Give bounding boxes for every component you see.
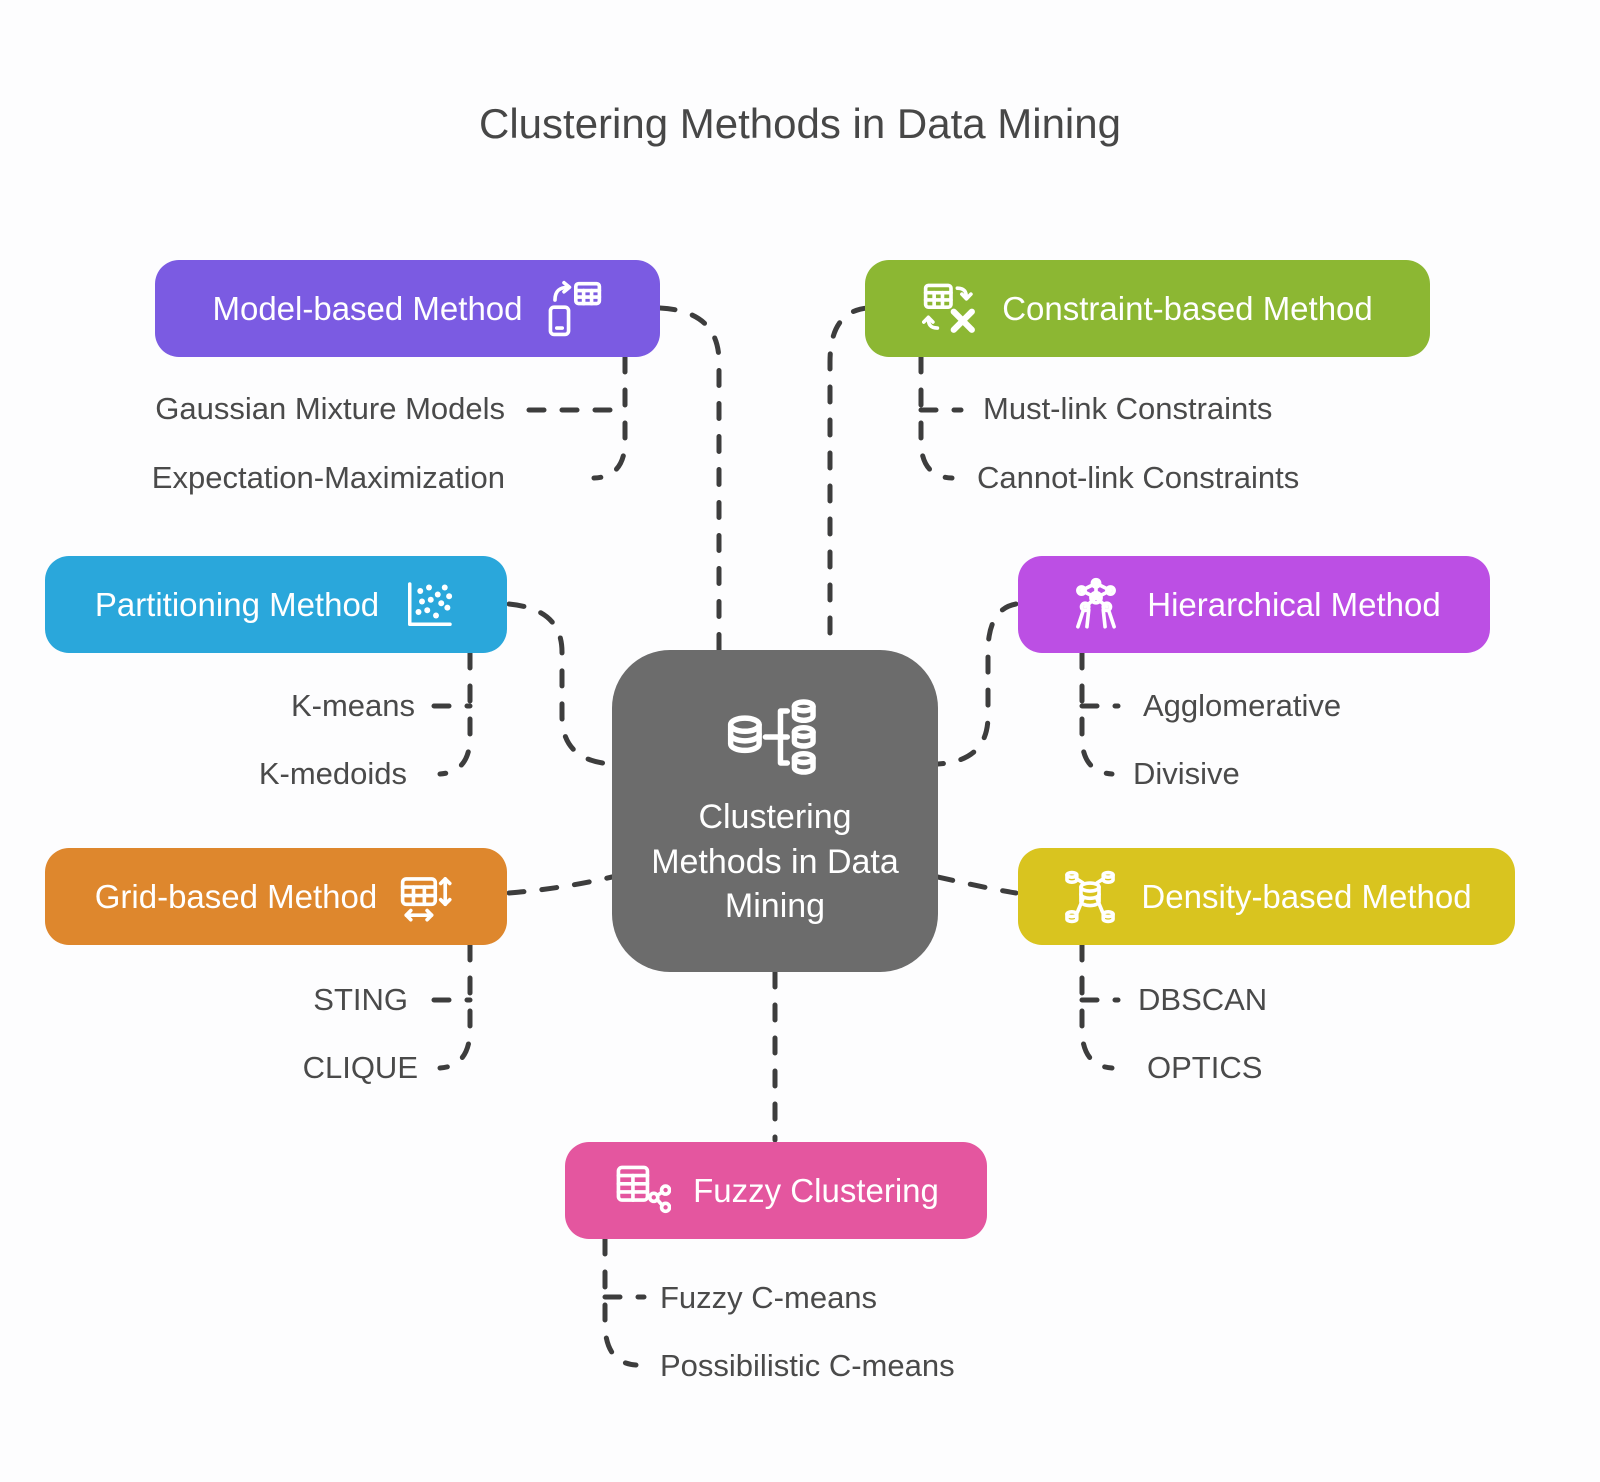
branch-label: Density-based Method	[1141, 877, 1472, 915]
database-cluster-icon	[1065, 870, 1116, 923]
center-node: Clustering Methods in Data Mining	[612, 650, 938, 972]
branch-label: Fuzzy Clustering	[693, 1171, 939, 1209]
branch-node-grid-based: Grid-based Method	[45, 848, 507, 945]
child-label-cannot-link-constraints: Cannot-link Constraints	[977, 460, 1300, 495]
connector-center-partitioning	[506, 601, 615, 767]
connector-center-hierarchical	[935, 601, 1019, 767]
connector-center-grid	[506, 874, 615, 896]
child-label-sting: STING	[313, 982, 408, 1017]
branch-node-model-based: Model-based Method	[155, 260, 660, 357]
phone-table-sync-icon	[548, 280, 601, 336]
connector-hierarchical-children	[1079, 650, 1121, 777]
connector-constraint-children	[918, 354, 964, 481]
connector-grid-children	[431, 942, 473, 1071]
connector-fuzzy-children	[602, 1236, 647, 1368]
child-label-gaussian-mixture-models: Gaussian Mixture Models	[155, 391, 505, 426]
scatter-plot-icon	[408, 581, 453, 626]
branch-node-constraint-based: Constraint-based Method	[865, 260, 1430, 357]
child-label-dbscan: DBSCAN	[1138, 982, 1268, 1017]
branch-label: Hierarchical Method	[1147, 585, 1441, 623]
table-convert-x-icon	[922, 283, 976, 333]
connector-partitioning-children	[431, 650, 473, 777]
branch-label: Partitioning Method	[94, 585, 380, 623]
branch-node-fuzzy: Fuzzy Clustering	[565, 1142, 987, 1239]
table-share-icon	[616, 1165, 672, 1213]
child-label-k-means: K-means	[290, 688, 415, 723]
child-label-k-medoids: K-medoids	[258, 756, 407, 791]
branch-node-partitioning: Partitioning Method	[45, 556, 507, 653]
child-label-expectation-maximization: Expectation-Maximization	[151, 460, 505, 495]
child-label-clique: CLIQUE	[302, 1050, 418, 1085]
connector-model-children	[526, 354, 628, 481]
child-label-agglomerative: Agglomerative	[1143, 688, 1342, 723]
branch-node-density-based: Density-based Method	[1018, 848, 1515, 945]
connector-density-children	[1079, 942, 1121, 1071]
branch-label: Grid-based Method	[94, 877, 378, 915]
network-cluster-icon	[1076, 577, 1117, 629]
connector-center-constraint	[827, 305, 871, 653]
branch-label: Constraint-based Method	[1002, 289, 1373, 327]
database-hierarchy-icon	[727, 698, 816, 775]
page-title: Clustering Methods in Data Mining	[479, 100, 1121, 147]
connector-center-density	[935, 874, 1019, 896]
child-label-optics: OPTICS	[1147, 1050, 1263, 1085]
child-label-fuzzy-c-means: Fuzzy C-means	[660, 1280, 878, 1315]
branch-label: Model-based Method	[212, 289, 523, 327]
branch-node-hierarchical: Hierarchical Method	[1018, 556, 1490, 653]
grid-resize-icon	[401, 876, 452, 921]
center-node-label: Clustering Methods in Data Mining	[651, 797, 899, 926]
child-label-divisive: Divisive	[1133, 756, 1240, 791]
child-label-possibilistic-c-means: Possibilistic C-means	[660, 1348, 955, 1383]
connector-center-model	[657, 305, 722, 653]
child-label-must-link-constraints: Must-link Constraints	[983, 391, 1273, 426]
